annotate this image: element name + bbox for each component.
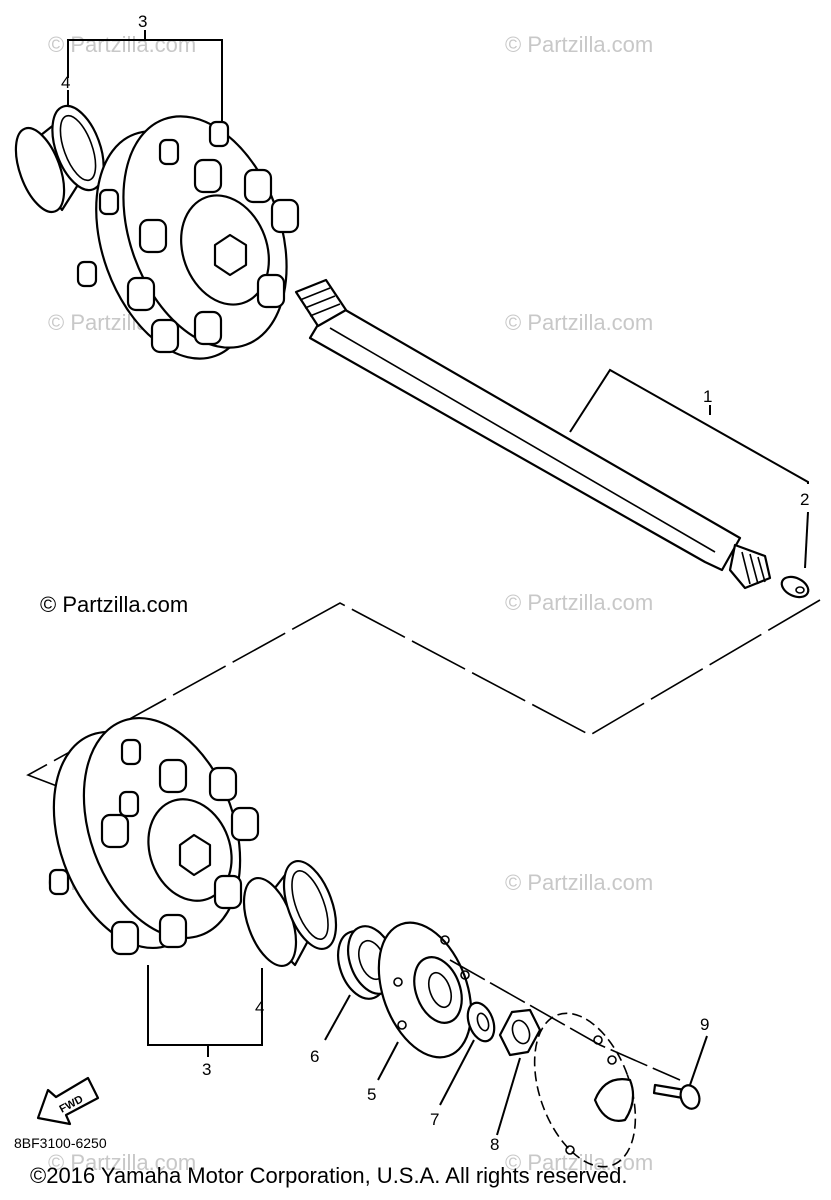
callout-5: 5 xyxy=(367,1085,376,1104)
callout-bracket-1 xyxy=(569,368,809,569)
collar-ring-bottom xyxy=(242,860,338,967)
callout-bracket-3-bottom xyxy=(147,965,263,1057)
bearing-flange xyxy=(377,921,473,1059)
hex-nut xyxy=(498,1008,542,1057)
fwd-arrow: FWD xyxy=(36,1076,100,1126)
partzilla-label: © Partzilla.com xyxy=(40,592,189,617)
watermark-9: © Partzilla.com xyxy=(505,1150,653,1175)
bolt xyxy=(652,1083,701,1110)
washer xyxy=(466,1001,496,1043)
callout-line-8 xyxy=(496,1057,521,1136)
callout-8: 8 xyxy=(490,1135,499,1154)
callout-3-top: 3 xyxy=(138,12,147,31)
spindle-housing xyxy=(533,1012,637,1168)
collar-ring-top xyxy=(14,104,105,214)
callout-line-5 xyxy=(377,1041,399,1081)
diagram-code: 8BF3100-6250 xyxy=(14,1135,107,1151)
watermark-8: © Partzilla.com xyxy=(48,1150,196,1175)
assembly-line-spindle xyxy=(449,959,681,1081)
callout-1: 1 xyxy=(703,387,712,406)
watermark-2: © Partzilla.com xyxy=(505,32,653,57)
watermark-4: © Partzilla.com xyxy=(505,310,653,335)
callout-3-bottom: 3 xyxy=(202,1060,211,1079)
drive-sprocket-bottom xyxy=(48,716,260,956)
callout-line-9 xyxy=(689,1035,708,1086)
watermark-5: © Partzilla.com xyxy=(505,590,653,615)
drive-sprocket-top xyxy=(76,115,300,360)
callout-2: 2 xyxy=(800,490,809,509)
callout-9: 9 xyxy=(700,1015,709,1034)
drive-shaft xyxy=(294,278,772,590)
callout-line-7 xyxy=(439,1039,475,1106)
shaft-plug xyxy=(780,575,810,599)
callout-4-top: 4 xyxy=(61,73,70,92)
callout-7: 7 xyxy=(430,1110,439,1129)
callout-line-6 xyxy=(324,994,351,1041)
copyright-notice: ©2016 Yamaha Motor Corporation, U.S.A. A… xyxy=(30,1163,628,1188)
watermark-1: © Partzilla.com xyxy=(48,32,196,57)
callout-4-bottom: 4 xyxy=(255,998,264,1017)
callout-6: 6 xyxy=(310,1047,319,1066)
watermark-7: © Partzilla.com xyxy=(505,870,653,895)
